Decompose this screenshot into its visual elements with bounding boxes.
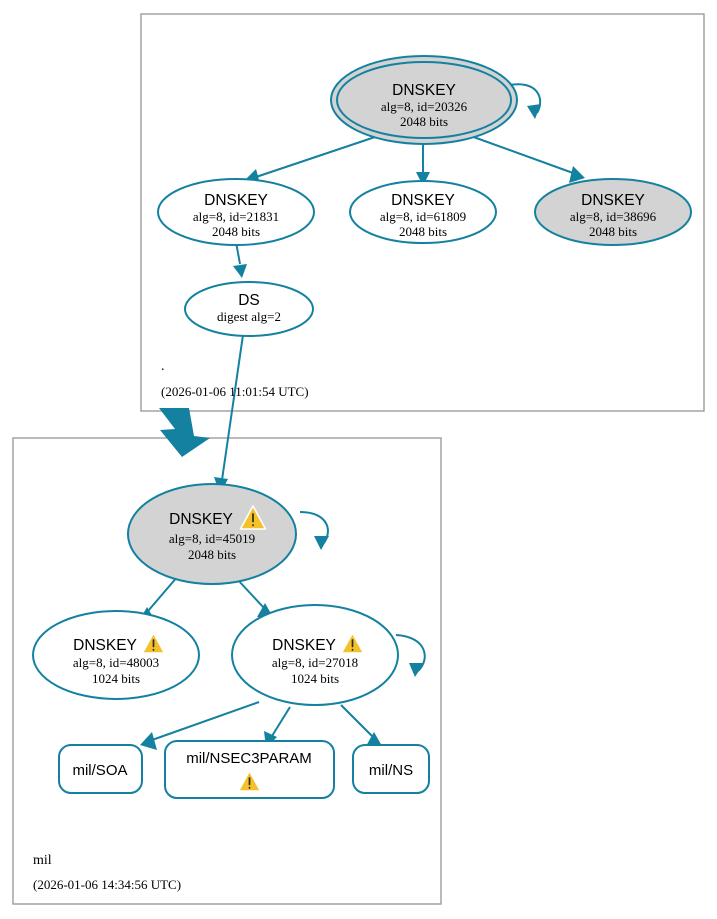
- edge-root-ksk-selfsign: [504, 83, 542, 119]
- node-keyinfo: alg=8, id=38696: [570, 209, 657, 224]
- node-ellipse: [157, 178, 315, 246]
- node-root-dnskey-38696[interactable]: DNSKEY alg=8, id=38696 2048 bits: [534, 178, 692, 246]
- node-keysize: 2048 bits: [212, 224, 260, 239]
- node-title: DNSKEY: [581, 192, 645, 209]
- edge-27018-selfsign: [395, 634, 426, 677]
- warning-icon: [237, 770, 262, 792]
- node-keysize: 2048 bits: [400, 114, 448, 129]
- edge-root-ksk-to-38696: [467, 134, 585, 183]
- rrset-box: [58, 744, 143, 794]
- node-root-dnskey-21831[interactable]: DNSKEY alg=8, id=21831 2048 bits: [157, 178, 315, 246]
- node-title: DNSKEY: [204, 192, 268, 209]
- edge-mil-ksk-selfsign: [299, 511, 329, 550]
- node-keyinfo: alg=8, id=48003: [73, 655, 159, 670]
- node-digest: digest alg=2: [217, 309, 281, 324]
- node-title: DNSKEY: [73, 637, 137, 654]
- node-keyinfo: alg=8, id=27018: [272, 655, 358, 670]
- node-keysize: 1024 bits: [92, 671, 140, 686]
- edge-27018-to-mil-soa: [140, 701, 260, 750]
- warning-icon: [340, 632, 365, 654]
- zone-label-root: .: [161, 359, 165, 374]
- node-title: DNSKEY: [391, 192, 455, 209]
- rrset-box: [164, 740, 335, 799]
- node-keysize: 2048 bits: [589, 224, 637, 239]
- node-mil-dnskey-45019[interactable]: DNSKEY alg=8, id=45019 2048 bits: [127, 483, 297, 585]
- node-mil-dnskey-27018[interactable]: DNSKEY alg=8, id=27018 1024 bits: [231, 604, 399, 706]
- node-title: DNSKEY: [392, 82, 456, 99]
- node-ellipse: [184, 281, 314, 337]
- node-ds[interactable]: DS digest alg=2: [184, 281, 314, 337]
- rrset-label: mil/NS: [369, 762, 413, 779]
- zone-delegation-arrow: [159, 408, 210, 457]
- node-keysize: 2048 bits: [188, 547, 236, 562]
- node-root-dnskey-61809[interactable]: DNSKEY alg=8, id=61809 2048 bits: [349, 180, 497, 244]
- node-title: DNSKEY: [169, 511, 233, 528]
- node-title: DNSKEY: [272, 637, 336, 654]
- rrset-mil-ns[interactable]: mil/NS: [352, 744, 430, 794]
- node-ellipse: [32, 610, 200, 700]
- node-keysize: 2048 bits: [399, 224, 447, 239]
- node-ellipse: [534, 178, 692, 246]
- node-keyinfo: alg=8, id=45019: [169, 531, 255, 546]
- rrset-label: mil/SOA: [72, 762, 127, 779]
- edge-27018-to-mil-ns: [340, 704, 382, 746]
- rrset-mil-nsec3param[interactable]: mil/NSEC3PARAM: [164, 740, 335, 799]
- node-keysize: 1024 bits: [291, 671, 339, 686]
- node-title: DS: [238, 292, 260, 309]
- node-mil-dnskey-48003[interactable]: DNSKEY alg=8, id=48003 1024 bits: [32, 610, 200, 700]
- zone-label-mil: mil: [33, 853, 52, 868]
- node-ellipse: [349, 180, 497, 244]
- rrset-label: mil/NSEC3PARAM: [186, 750, 312, 767]
- node-ellipse: [231, 604, 399, 706]
- node-root-ksk-20326[interactable]: DNSKEY alg=8, id=20326 2048 bits: [330, 55, 518, 145]
- zone-timestamp-mil: (2026-01-06 14:34:56 UTC): [33, 877, 181, 892]
- warning-icon: [141, 632, 166, 654]
- node-inner-ellipse: [336, 61, 512, 139]
- rrset-box: [352, 744, 430, 794]
- node-keyinfo: alg=8, id=21831: [193, 209, 279, 224]
- warning-icon: [239, 505, 267, 530]
- rrset-mil-soa[interactable]: mil/SOA: [58, 744, 143, 794]
- node-keyinfo: alg=8, id=20326: [381, 99, 468, 114]
- zone-timestamp-root: (2026-01-06 11:01:54 UTC): [161, 384, 309, 399]
- node-keyinfo: alg=8, id=61809: [380, 209, 466, 224]
